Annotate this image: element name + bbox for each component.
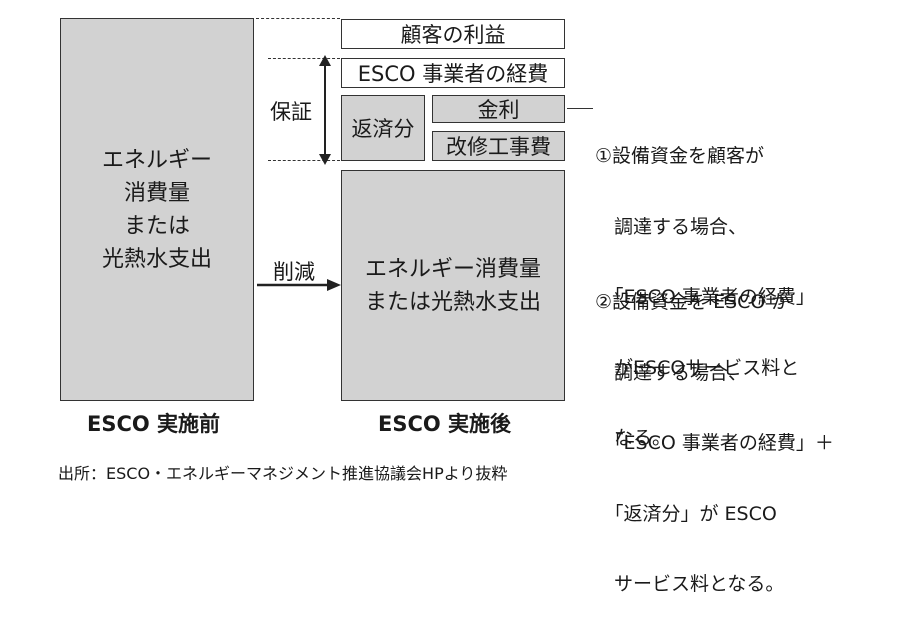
after-label: ESCO 実施後 — [378, 412, 512, 436]
before-label: ESCO 実施前 — [87, 412, 221, 436]
interest-box: 金利 — [432, 95, 565, 123]
renovation-cost-box: 改修工事費 — [432, 131, 565, 161]
repayment-box: 返済分 — [341, 95, 425, 161]
reduction-label: 削減 — [273, 260, 315, 284]
guarantee-top-dashed-line — [268, 58, 340, 59]
guarantee-label: 保証 — [270, 100, 312, 124]
reduction-arrow — [257, 279, 341, 291]
note-2: ②設備資金を ESCO が 調達する場合、 「ESCO 事業者の経費」＋ 「返済… — [595, 291, 834, 595]
guarantee-bottom-dashed-line — [268, 160, 340, 161]
esco-expense-box: ESCO 事業者の経費 — [341, 58, 565, 88]
before-energy-block: エネルギー 消費量 または 光熱水支出 — [60, 18, 254, 401]
guarantee-arrow — [319, 55, 331, 165]
note-1: ①設備資金を顧客が 調達する場合、 「ESCO 事業者の経費」 がESCOサービ… — [595, 145, 815, 449]
source-caption: 出所：ESCO・エネルギーマネジメント推進協議会HPより抜粋 — [58, 464, 508, 483]
note-connector-line — [567, 108, 593, 109]
after-energy-text: エネルギー消費量 または光熱水支出 — [364, 256, 541, 315]
customer-profit-box: 顧客の利益 — [341, 19, 565, 49]
before-energy-text: エネルギー 消費量 または 光熱水支出 — [101, 147, 212, 272]
after-energy-block: エネルギー消費量 または光熱水支出 — [341, 170, 565, 401]
top-dashed-line — [256, 18, 340, 19]
